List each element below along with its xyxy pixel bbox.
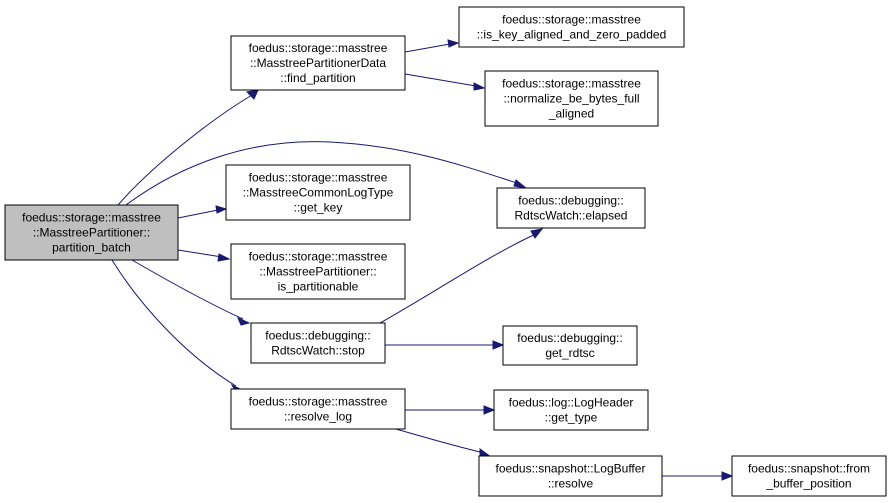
node-label-line: foedus::storage::masstree <box>249 250 388 264</box>
node-partition-batch[interactable]: foedus::storage::masstree::MasstreeParti… <box>4 204 179 261</box>
arrowhead-find_partition-to-normalize_be_bytes <box>473 82 486 91</box>
node-box[interactable] <box>478 455 663 497</box>
node-label-line: foedus::debugging:: <box>517 331 622 345</box>
node-label-line: ::MasstreePartitionerData <box>250 56 386 70</box>
call-nodes: foedus::storage::masstree::MasstreeParti… <box>4 6 887 497</box>
node-label-line: ::resolve <box>548 477 594 491</box>
arrowhead-partition_batch-to-stop <box>237 317 251 326</box>
node-box[interactable] <box>225 164 411 221</box>
node-box[interactable] <box>484 70 659 127</box>
node-is-key-aligned[interactable]: foedus::storage::masstree::is_key_aligne… <box>458 6 685 48</box>
node-box[interactable] <box>230 388 406 430</box>
node-box[interactable] <box>4 204 179 261</box>
node-label-line: ::resolve_log <box>284 410 352 424</box>
arrowhead-stop-to-get_rdtsc <box>492 340 505 350</box>
node-label-line: foedus::storage::masstree <box>249 41 388 55</box>
node-box[interactable] <box>230 35 406 91</box>
edge-partition_batch-to-get_key <box>177 209 219 219</box>
node-resolve[interactable]: foedus::snapshot::LogBuffer::resolve <box>478 455 663 497</box>
edge-find_partition-to-is_key_aligned <box>404 43 451 53</box>
node-label-line: foedus::snapshot::from <box>748 462 870 476</box>
arrowhead-partition_batch-to-is_partitionable <box>217 253 231 262</box>
node-label-line: ::find_partition <box>280 71 355 85</box>
node-label-line: foedus::storage::masstree <box>502 77 641 91</box>
node-label-line: get_rdtsc <box>545 346 594 360</box>
arrowhead-resolve-to-from_buffer_position <box>721 471 734 481</box>
edge-partition_batch-to-stop <box>131 259 244 320</box>
node-find-partition[interactable]: foedus::storage::masstree::MasstreeParti… <box>230 35 406 91</box>
node-label-line: _buffer_position <box>765 477 851 491</box>
node-label-line: ::get_key <box>294 201 343 215</box>
node-get-rdtsc[interactable]: foedus::debugging::get_rdtsc <box>502 325 638 366</box>
arrowhead-partition_batch-to-find_partition <box>245 89 259 100</box>
node-label-line: is_partitionable <box>278 280 359 294</box>
node-box[interactable] <box>458 6 685 48</box>
node-label-line: ::get_type <box>545 411 598 425</box>
edge-partition_batch-to-find_partition <box>117 94 253 206</box>
node-get-type[interactable]: foedus::log::LogHeader::get_type <box>493 389 649 431</box>
node-label-line: ::MasstreePartitioner:: <box>33 226 150 240</box>
node-label-line: foedus::storage::masstree <box>502 13 641 27</box>
node-label-line: foedus::log::LogHeader <box>509 396 634 410</box>
node-label-line: _aligned <box>548 107 594 121</box>
arrowhead-stop-to-elapsed <box>530 228 544 239</box>
node-label-line: partition_batch <box>52 241 131 255</box>
node-label-line: foedus::debugging:: <box>265 329 370 343</box>
edge-stop-to-elapsed <box>379 233 537 324</box>
node-label-line: foedus::storage::masstree <box>22 211 161 225</box>
node-label-line: foedus::debugging:: <box>518 194 623 208</box>
node-is-partitionable[interactable]: foedus::storage::masstree::MasstreeParti… <box>230 243 406 300</box>
node-stop[interactable]: foedus::debugging::RdtscWatch::stop <box>250 322 386 364</box>
node-normalize-be-bytes[interactable]: foedus::storage::masstree::normalize_be_… <box>484 70 659 127</box>
edge-partition_batch-to-elapsed <box>125 141 521 206</box>
node-elapsed[interactable]: foedus::debugging::RdtscWatch::elapsed <box>496 187 646 229</box>
node-label-line: ::normalize_be_bytes_full <box>503 92 639 106</box>
arrowhead-find_partition-to-is_key_aligned <box>447 39 460 48</box>
node-label-line: RdtscWatch::elapsed <box>515 209 628 223</box>
edge-resolve_log-to-resolve <box>395 428 485 454</box>
node-label-line: ::MasstreePartitioner:: <box>259 265 376 279</box>
node-box[interactable] <box>250 322 386 364</box>
arrowhead-resolve_log-to-get_type <box>483 405 496 415</box>
node-label-line: RdtscWatch::stop <box>271 344 365 358</box>
node-from-buffer-position[interactable]: foedus::snapshot::from_buffer_position <box>731 455 887 497</box>
node-box[interactable] <box>230 243 406 300</box>
arrowhead-partition_batch-to-get_key <box>215 205 228 214</box>
call-edges <box>111 39 734 481</box>
node-label-line: ::is_key_aligned_and_zero_padded <box>477 28 667 42</box>
node-label-line: foedus::snapshot::LogBuffer <box>496 462 646 476</box>
edge-partition_batch-to-resolve_log <box>111 259 237 387</box>
node-box[interactable] <box>731 455 887 497</box>
node-get-key[interactable]: foedus::storage::masstree::MasstreeCommo… <box>225 164 411 221</box>
edge-partition_batch-to-is_partitionable <box>177 249 223 258</box>
node-box[interactable] <box>502 325 638 366</box>
node-resolve-log[interactable]: foedus::storage::masstree::resolve_log <box>230 388 406 430</box>
node-box[interactable] <box>493 389 649 431</box>
edge-find_partition-to-normalize_be_bytes <box>404 73 477 87</box>
arrowhead-partition_batch-to-elapsed <box>513 179 528 189</box>
node-label-line: foedus::storage::masstree <box>249 171 388 185</box>
node-label-line: foedus::storage::masstree <box>249 395 388 409</box>
node-label-line: ::MasstreeCommonLogType <box>243 186 394 200</box>
node-box[interactable] <box>496 187 646 229</box>
